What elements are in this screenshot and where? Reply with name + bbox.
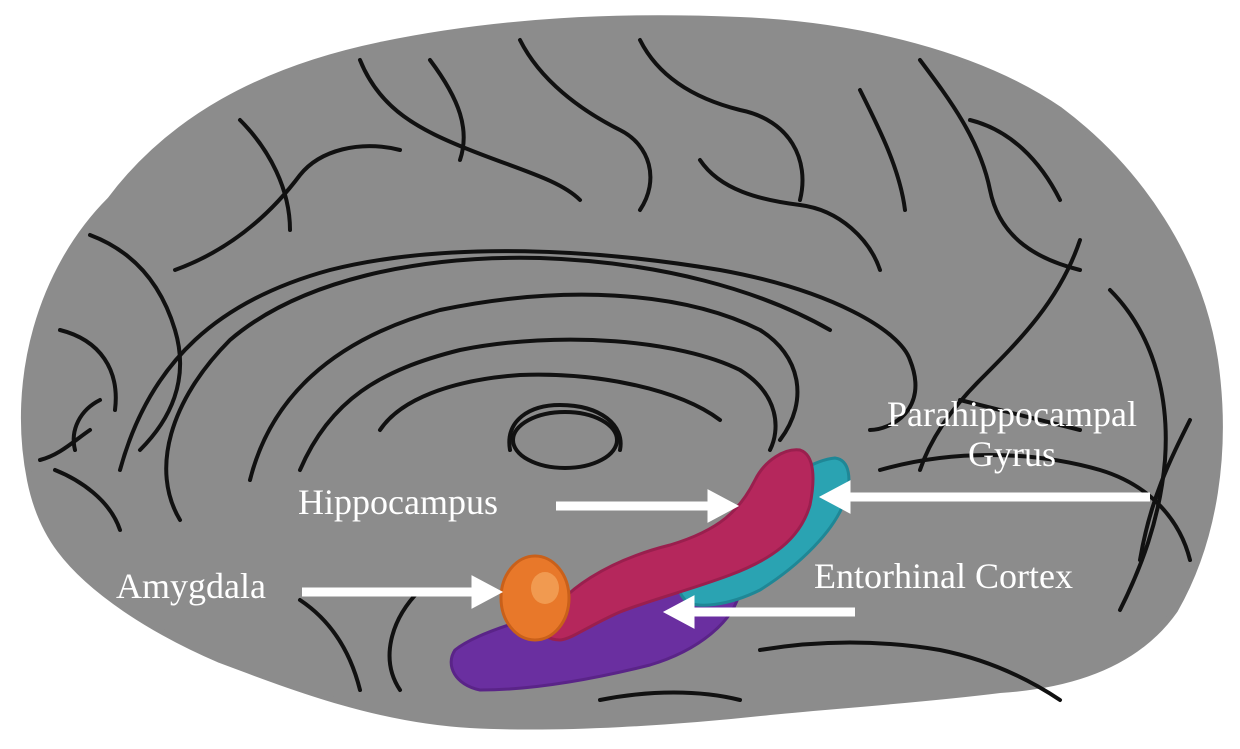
parahippocampal-gyrus-label: Parahippocampal Gyrus xyxy=(862,394,1162,474)
entorhinal-cortex-label: Entorhinal Cortex xyxy=(814,556,1073,596)
parahippocampal-label-line2: Gyrus xyxy=(862,434,1162,474)
parahippocampal-label-line1: Parahippocampal xyxy=(862,394,1162,434)
hippocampus-label: Hippocampus xyxy=(298,482,498,522)
amygdala-label: Amygdala xyxy=(116,566,266,606)
